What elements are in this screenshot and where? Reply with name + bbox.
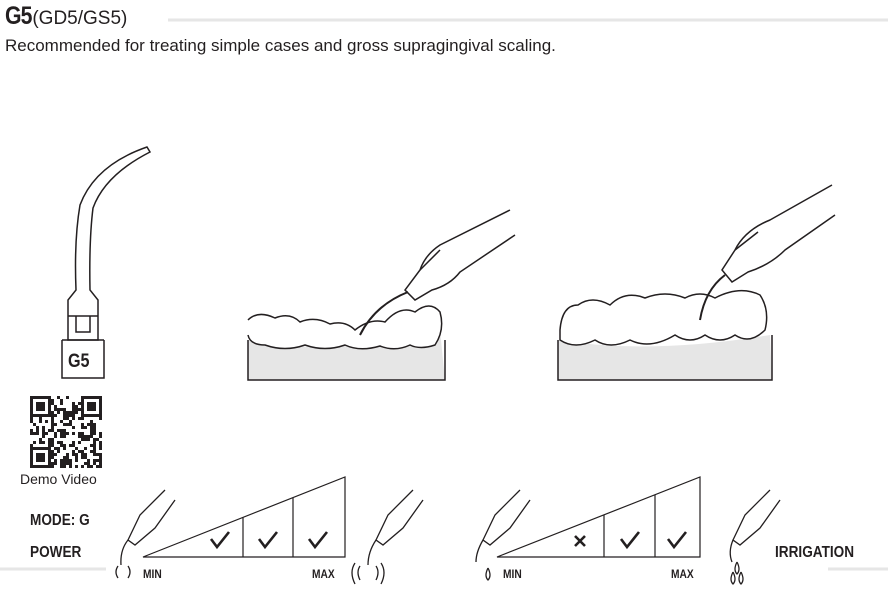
handpiece-max-power-icon [351, 489, 424, 585]
power-min-label: MIN [143, 567, 162, 581]
product-title: G5(GD5/GS5) [5, 2, 127, 31]
alternate-codes: (GD5/GS5) [32, 8, 128, 29]
product-description: Recommended for treating simple cases an… [5, 36, 556, 55]
power-label: POWER [30, 544, 82, 561]
handpiece-min-power-icon [115, 489, 176, 579]
qr-code[interactable] [30, 396, 102, 468]
irrigation-label: IRRIGATION [775, 544, 855, 561]
irrigation-min-label: MIN [503, 567, 522, 581]
power-max-label: MAX [312, 567, 335, 581]
irrigation-scale [496, 476, 701, 558]
check-mark-icon [209, 531, 231, 550]
product-code: G5 [5, 2, 33, 30]
handpiece-max-irrigation-icon [729, 489, 781, 585]
demo-video-caption[interactable]: Demo Video [20, 471, 97, 487]
check-mark-icon [666, 531, 688, 550]
check-mark-icon [257, 531, 279, 550]
handpiece-min-irrigation-icon [475, 489, 531, 581]
check-mark-icon [619, 531, 641, 550]
scaling-scene-upper-teeth [557, 184, 836, 381]
scaler-tip-drawing [61, 146, 152, 379]
power-scale [142, 476, 346, 558]
tip-label: G5 [68, 351, 90, 372]
mode-label: MODE: G [30, 512, 90, 529]
cross-mark-icon [574, 535, 586, 547]
check-mark-icon [307, 531, 329, 550]
irrigation-max-label: MAX [671, 567, 694, 581]
scaling-scene-lower-teeth [247, 209, 516, 381]
